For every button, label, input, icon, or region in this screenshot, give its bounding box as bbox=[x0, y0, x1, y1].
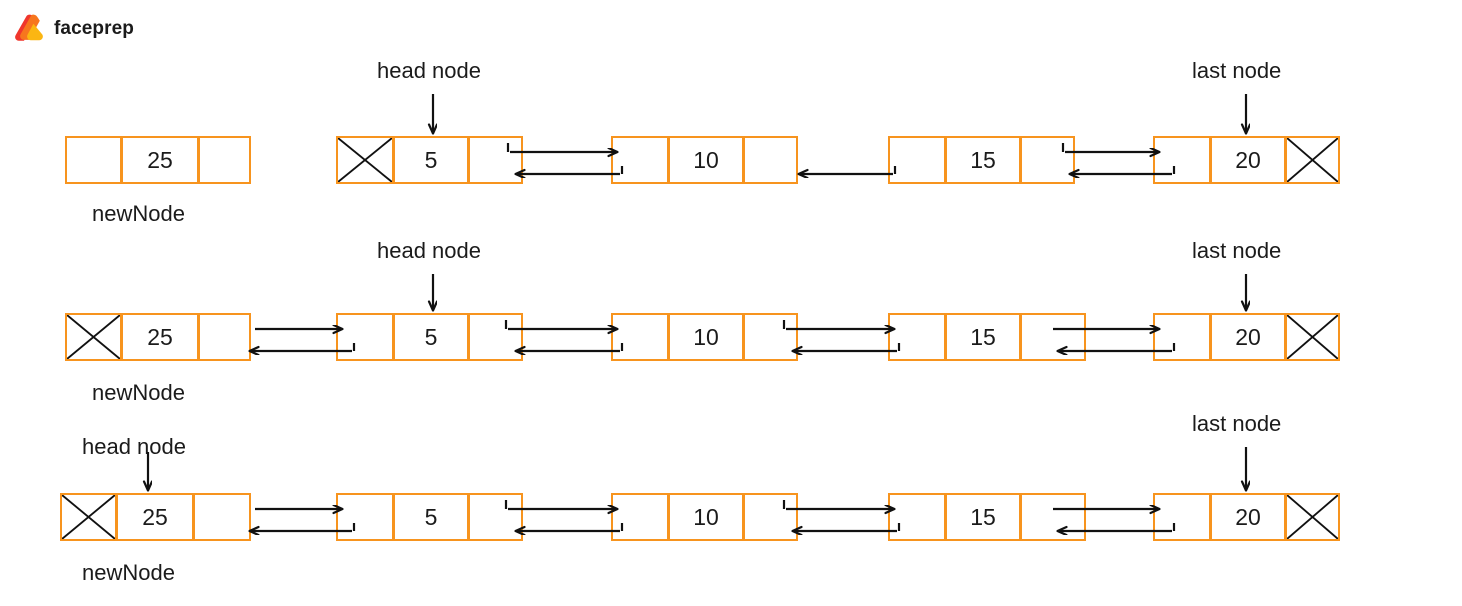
row-2-node-25: 25 bbox=[65, 313, 251, 361]
row-3-node-25-prev-null-cell bbox=[60, 493, 117, 541]
row-3-node-15: 15 bbox=[888, 493, 1086, 541]
row-2-node-25-value-cell: 25 bbox=[120, 313, 200, 361]
row-2-node-5: 5 bbox=[336, 313, 523, 361]
row-3-link-10-to-15 bbox=[782, 500, 901, 531]
row-1-last-pointer-label: last node bbox=[1192, 58, 1282, 83]
row-3-node-25-value-cell: 25 bbox=[115, 493, 195, 541]
row-2-last-pointer-label: last node bbox=[1192, 238, 1282, 263]
row-1-node-15: 15 bbox=[888, 136, 1075, 184]
row-3-node-20-prev-cell bbox=[1153, 493, 1211, 541]
row-2-node-20: 20 bbox=[1153, 313, 1340, 361]
row-2-node-10-value-cell: 10 bbox=[667, 313, 745, 361]
row-1-node-20-prev-cell bbox=[1153, 136, 1211, 184]
row-3-node-10-value-cell: 10 bbox=[667, 493, 745, 541]
row-3-head-pointer-label: head node bbox=[82, 434, 186, 459]
row-3-node-25-next-cell bbox=[193, 493, 251, 541]
row-2-node-10-prev-cell bbox=[611, 313, 669, 361]
row-3-node-20-next-null-cell bbox=[1285, 493, 1340, 541]
row-1-node-5: 5 bbox=[336, 136, 523, 184]
row-3-node-5-value-cell: 5 bbox=[392, 493, 470, 541]
null-x-icon bbox=[338, 138, 392, 182]
row-2-link-10-to-15 bbox=[782, 320, 901, 351]
row-3-new-node-caption: newNode bbox=[82, 560, 175, 585]
row-1-new-node-caption: newNode bbox=[92, 201, 185, 226]
row-2-new-node-caption: newNode bbox=[92, 380, 185, 405]
null-x-icon bbox=[1287, 495, 1338, 539]
row-1-node-15-prev-cell bbox=[888, 136, 946, 184]
row-1-node-5-value-cell: 5 bbox=[392, 136, 470, 184]
row-2-node-20-next-null-cell bbox=[1285, 313, 1340, 361]
row-2-link-5-to-10 bbox=[504, 320, 624, 351]
row-1-new-node: 25 bbox=[65, 136, 251, 184]
row-1-node-20: 20 bbox=[1153, 136, 1340, 184]
row-2-node-15-next-cell bbox=[1020, 313, 1086, 361]
row-3-node-20: 20 bbox=[1153, 493, 1340, 541]
row-2-node-5-next-cell bbox=[468, 313, 523, 361]
row-1-node-20-next-null-cell bbox=[1285, 136, 1340, 184]
row-1-node-10-next-cell bbox=[743, 136, 798, 184]
row-3-node-10: 10 bbox=[611, 493, 798, 541]
row-2-node-5-prev-cell bbox=[336, 313, 394, 361]
row-2-node-20-prev-cell bbox=[1153, 313, 1211, 361]
row-3-node-20-value-cell: 20 bbox=[1209, 493, 1287, 541]
row-1-new-node-next-cell bbox=[198, 136, 251, 184]
row-1-link-5-to-10 bbox=[506, 143, 624, 174]
row-2-node-15-value-cell: 15 bbox=[944, 313, 1022, 361]
faceprep-triangle-logo-icon bbox=[15, 14, 43, 41]
row-3-link-5-to-10 bbox=[504, 500, 624, 531]
row-1-node-10-value-cell: 10 bbox=[667, 136, 745, 184]
row-1-node-20-value-cell: 20 bbox=[1209, 136, 1287, 184]
row-2-node-25-next-cell bbox=[198, 313, 251, 361]
row-3-node-10-next-cell bbox=[743, 493, 798, 541]
row-2-node-25-prev-null-cell bbox=[65, 313, 122, 361]
row-3-node-10-prev-cell bbox=[611, 493, 669, 541]
null-x-icon bbox=[1287, 138, 1338, 182]
row-3-node-15-prev-cell bbox=[888, 493, 946, 541]
row-2-head-pointer-label: head node bbox=[377, 238, 481, 263]
null-x-icon bbox=[1287, 315, 1338, 359]
row-2-node-10: 10 bbox=[611, 313, 798, 361]
row-2-node-10-next-cell bbox=[743, 313, 798, 361]
row-3-last-pointer-label: last node bbox=[1192, 411, 1282, 436]
row-2-node-20-value-cell: 20 bbox=[1209, 313, 1287, 361]
row-3-node-25: 25 bbox=[60, 493, 251, 541]
row-3-node-5-prev-cell bbox=[336, 493, 394, 541]
row-1-link-15-to-10 bbox=[799, 166, 897, 174]
row-1-new-node-prev-cell bbox=[65, 136, 122, 184]
row-3-node-15-value-cell: 15 bbox=[944, 493, 1022, 541]
row-2-node-15-prev-cell bbox=[888, 313, 946, 361]
row-2-node-15: 15 bbox=[888, 313, 1086, 361]
brand-logo: faceprep bbox=[14, 14, 134, 42]
row-1-head-pointer-label: head node bbox=[377, 58, 481, 83]
row-3-node-5-next-cell bbox=[468, 493, 523, 541]
row-3-node-5: 5 bbox=[336, 493, 523, 541]
row-3-node-15-next-cell bbox=[1020, 493, 1086, 541]
row-1-node-10-prev-cell bbox=[611, 136, 669, 184]
row-1-node-5-prev-null-cell bbox=[336, 136, 394, 184]
row-1-node-15-value-cell: 15 bbox=[944, 136, 1022, 184]
null-x-icon bbox=[67, 315, 120, 359]
row-1-node-5-next-cell bbox=[468, 136, 523, 184]
row-1-node-15-next-cell bbox=[1020, 136, 1075, 184]
row-2-node-5-value-cell: 5 bbox=[392, 313, 470, 361]
null-x-icon bbox=[62, 495, 115, 539]
brand-name: faceprep bbox=[54, 17, 135, 39]
row-1-new-node-value-cell: 25 bbox=[120, 136, 200, 184]
row-1-node-10: 10 bbox=[611, 136, 798, 184]
